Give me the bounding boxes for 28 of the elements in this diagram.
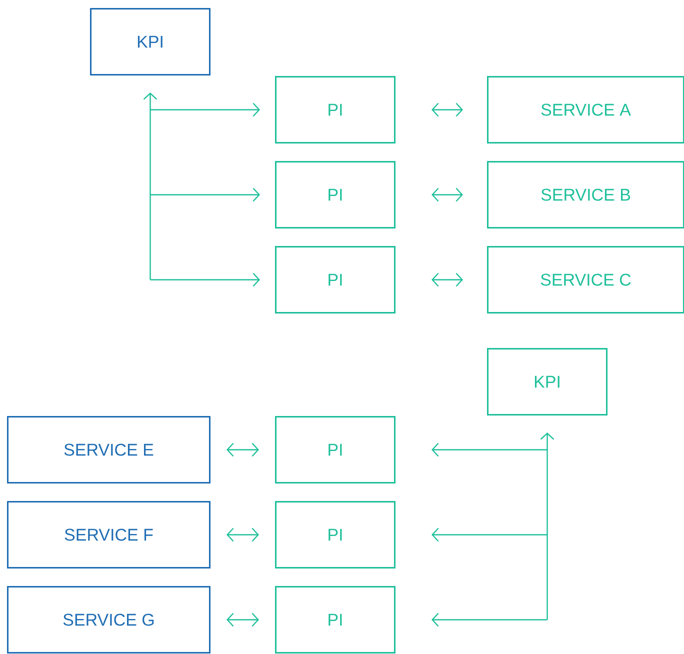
- arrow: [432, 188, 463, 202]
- arrow: [150, 102, 260, 117]
- service-box: SERVICE A: [487, 76, 684, 144]
- pi-box: PI: [275, 501, 396, 568]
- service-box: SERVICE F: [7, 501, 210, 568]
- pi-box: PI: [275, 161, 396, 228]
- pi-box: PI: [275, 586, 396, 654]
- service-box: SERVICE G: [7, 586, 210, 654]
- arrow: [540, 432, 554, 620]
- arrow: [432, 102, 463, 117]
- kpi-box: KPI: [90, 8, 210, 76]
- service-box: SERVICE C: [487, 246, 684, 314]
- arrow: [150, 188, 260, 202]
- arrow: [432, 612, 548, 627]
- kpi-box: KPI: [487, 348, 608, 416]
- arrow: [432, 272, 463, 287]
- arrow: [226, 612, 259, 627]
- pi-box: PI: [275, 76, 396, 144]
- service-box: SERVICE B: [487, 161, 684, 228]
- arrow: [226, 442, 259, 457]
- arrow: [432, 442, 548, 457]
- service-box: SERVICE E: [7, 416, 210, 484]
- pi-box: PI: [275, 246, 396, 314]
- arrow: [432, 528, 548, 542]
- pi-box: PI: [275, 416, 396, 484]
- arrow: [226, 528, 259, 542]
- arrow: [143, 92, 158, 280]
- arrow: [150, 272, 260, 287]
